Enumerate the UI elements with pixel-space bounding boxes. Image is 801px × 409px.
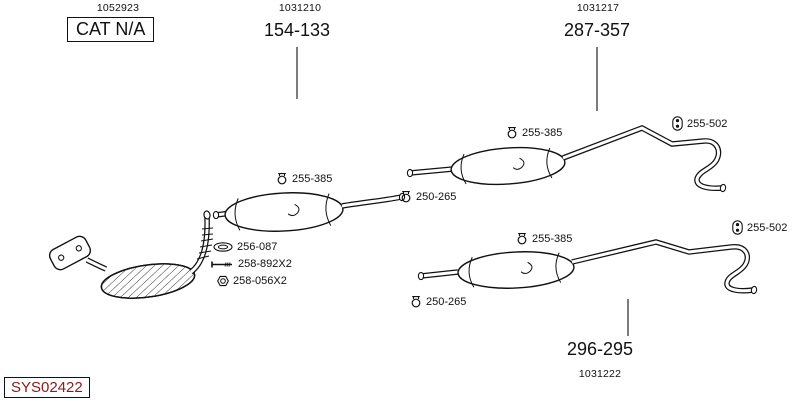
- rear-system-bottom: [417, 239, 758, 295]
- front-pipe-cat: [48, 210, 214, 299]
- part-number: 258-056X2: [233, 275, 287, 287]
- part-label-nut: 258-056X2: [217, 275, 287, 287]
- ref-catalytic-converter: 1052923: [96, 2, 140, 14]
- front-flange: [48, 235, 92, 271]
- center-muffler-body: [224, 192, 344, 232]
- part-number: 256-087: [237, 241, 278, 253]
- part-number-rear-muffler-bottom: 296-295: [566, 339, 634, 359]
- ref-rear-muffler-bottom: 1031222: [578, 368, 622, 380]
- rear-bottom-muffler-body: [457, 251, 575, 289]
- center-muffler: [212, 192, 406, 232]
- gasket-icon: [213, 242, 233, 252]
- clamp-icon: [411, 296, 421, 308]
- part-number: 258-892X2: [238, 258, 292, 270]
- clamp-icon: [517, 233, 527, 245]
- catalytic-converter-body: [100, 263, 196, 299]
- part-number: 255-385: [522, 126, 563, 139]
- clamp-icon: [401, 191, 411, 203]
- part-label-bottom-clamp: 255-385: [516, 232, 572, 245]
- part-label-bottom-hanger: 255-502: [732, 220, 787, 235]
- part-number: 255-385: [292, 172, 333, 185]
- leader-lines: [296, 47, 629, 336]
- part-number: 255-502: [747, 221, 788, 234]
- rubber-hanger-icon: [672, 116, 683, 131]
- part-number: 250-265: [416, 190, 457, 203]
- system-code: SYS02422: [4, 377, 90, 398]
- part-number-rear-muffler-top: 287-357: [563, 20, 631, 40]
- clamp-icon: [507, 127, 517, 139]
- part-number: 255-385: [532, 232, 573, 245]
- part-label-bottom-pipe-clamp: 250-265: [410, 295, 466, 308]
- rear-system-top: [406, 124, 727, 193]
- rubber-hanger-icon: [732, 220, 743, 235]
- rear-top-muffler-body: [450, 146, 566, 186]
- part-label-top-hanger: 255-502: [672, 116, 727, 131]
- part-number: 255-502: [687, 117, 728, 130]
- part-label-bolt: 258-892X2: [210, 258, 292, 270]
- ref-center-muffler: 1031210: [278, 2, 322, 14]
- clamp-icon: [277, 173, 287, 185]
- bolt-icon: [211, 261, 232, 267]
- part-label-center-clamp: 255-385: [276, 172, 332, 185]
- flex-corrugation: [196, 227, 214, 260]
- nut-icon: [217, 275, 229, 287]
- part-label-top-clamp: 255-385: [506, 126, 562, 139]
- part-number: 250-265: [426, 295, 467, 308]
- ref-rear-muffler-top: 1031217: [576, 2, 620, 14]
- part-label-gasket: 256-087: [213, 241, 277, 253]
- part-label-top-pipe-clamp: 250-265: [400, 190, 456, 203]
- part-number-center-muffler: 154-133: [263, 20, 331, 40]
- cat-part-number: CAT N/A: [67, 17, 155, 42]
